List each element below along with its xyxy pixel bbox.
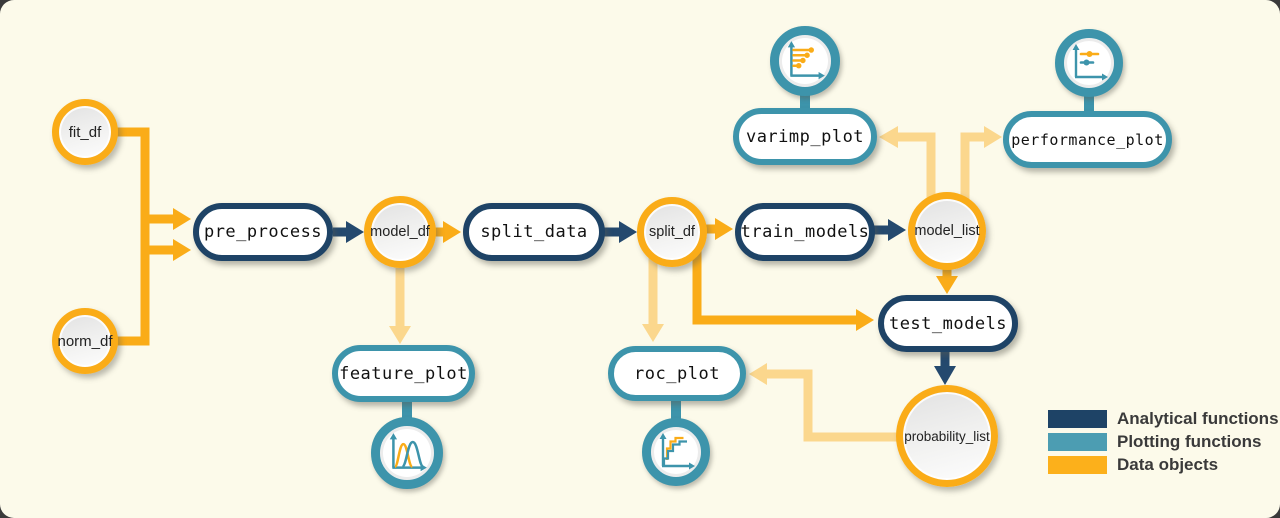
node-train-models-label: train_models	[740, 222, 870, 242]
node-fit-df: fit_df	[52, 99, 118, 165]
node-varimp-plot: varimp_plot	[733, 108, 877, 165]
edge-split-df-to-test-models	[692, 240, 874, 331]
legend-label-analytical: Analytical functions	[1117, 409, 1279, 428]
node-norm-df: norm_df	[52, 308, 118, 374]
legend-label-data-objects: Data objects	[1117, 455, 1219, 474]
edge-train-models-to-model-list	[874, 219, 906, 241]
node-train-models: train_models	[735, 203, 875, 261]
node-performance-plot: performance_plot	[1003, 111, 1172, 168]
edge-split-data-to-split-df	[604, 221, 637, 243]
node-roc-plot: roc_plot	[608, 346, 746, 401]
legend-swatch-data-objects	[1048, 456, 1107, 474]
lollipop-bars-icon	[787, 41, 825, 80]
step-curves-icon	[659, 433, 695, 470]
legend-item-plotting: Plotting functions	[1048, 432, 1279, 451]
legend-swatch-analytical	[1048, 410, 1107, 428]
edge-test-models-to-probability-list	[934, 350, 956, 385]
point-range-icon	[1072, 44, 1108, 81]
legend: Analytical functions Plotting functions …	[1048, 409, 1279, 479]
density-curves-icon	[389, 433, 427, 472]
edge-pre-process-to-model-df	[333, 221, 364, 243]
node-varimp-plot-label: varimp_plot	[745, 126, 865, 147]
feature-icon-stem	[402, 398, 412, 420]
node-test-models-label: test_models	[888, 313, 1008, 334]
node-model-list: model_list	[908, 192, 986, 270]
node-feature-plot-label: feature_plot	[339, 363, 468, 384]
node-norm-df-label: norm_df	[57, 332, 113, 350]
legend-swatch-plotting	[1048, 433, 1107, 451]
roc-plot-icon-circle	[642, 418, 710, 486]
performance-plot-icon-circle	[1055, 29, 1123, 97]
legend-item-data-objects: Data objects	[1048, 455, 1279, 474]
node-roc-plot-label: roc_plot	[634, 363, 720, 384]
node-feature-plot: feature_plot	[332, 345, 475, 402]
node-fit-df-label: fit_df	[68, 123, 102, 141]
node-split-data-label: split_data	[480, 222, 588, 242]
edge-probability-list-to-roc-plot	[749, 363, 947, 442]
node-test-models: test_models	[878, 295, 1018, 352]
node-split-data: split_data	[463, 203, 605, 261]
edge-fit-df-to-pre-process	[145, 208, 191, 230]
node-probability-list-label: probability_list	[904, 428, 990, 444]
node-split-df-label: split_df	[649, 224, 695, 240]
node-model-df-label: model_df	[370, 224, 430, 240]
roc-icon-stem	[671, 397, 681, 421]
node-split-df: split_df	[637, 197, 707, 267]
node-model-df: model_df	[364, 196, 436, 268]
feature-plot-icon-circle	[371, 417, 443, 489]
node-model-list-label: model_list	[914, 223, 980, 239]
node-pre-process: pre_process	[193, 203, 333, 261]
node-probability-list: probability_list	[896, 385, 998, 487]
varimp-plot-icon-circle	[770, 26, 840, 96]
node-performance-plot-label: performance_plot	[1011, 130, 1164, 149]
performance-icon-stem	[1084, 93, 1094, 114]
legend-label-plotting: Plotting functions	[1117, 432, 1262, 451]
node-pre-process-label: pre_process	[203, 222, 323, 242]
edge-norm-df-to-pre-process	[145, 239, 191, 261]
varimp-icon-stem	[800, 91, 810, 111]
legend-item-analytical: Analytical functions	[1048, 409, 1279, 428]
